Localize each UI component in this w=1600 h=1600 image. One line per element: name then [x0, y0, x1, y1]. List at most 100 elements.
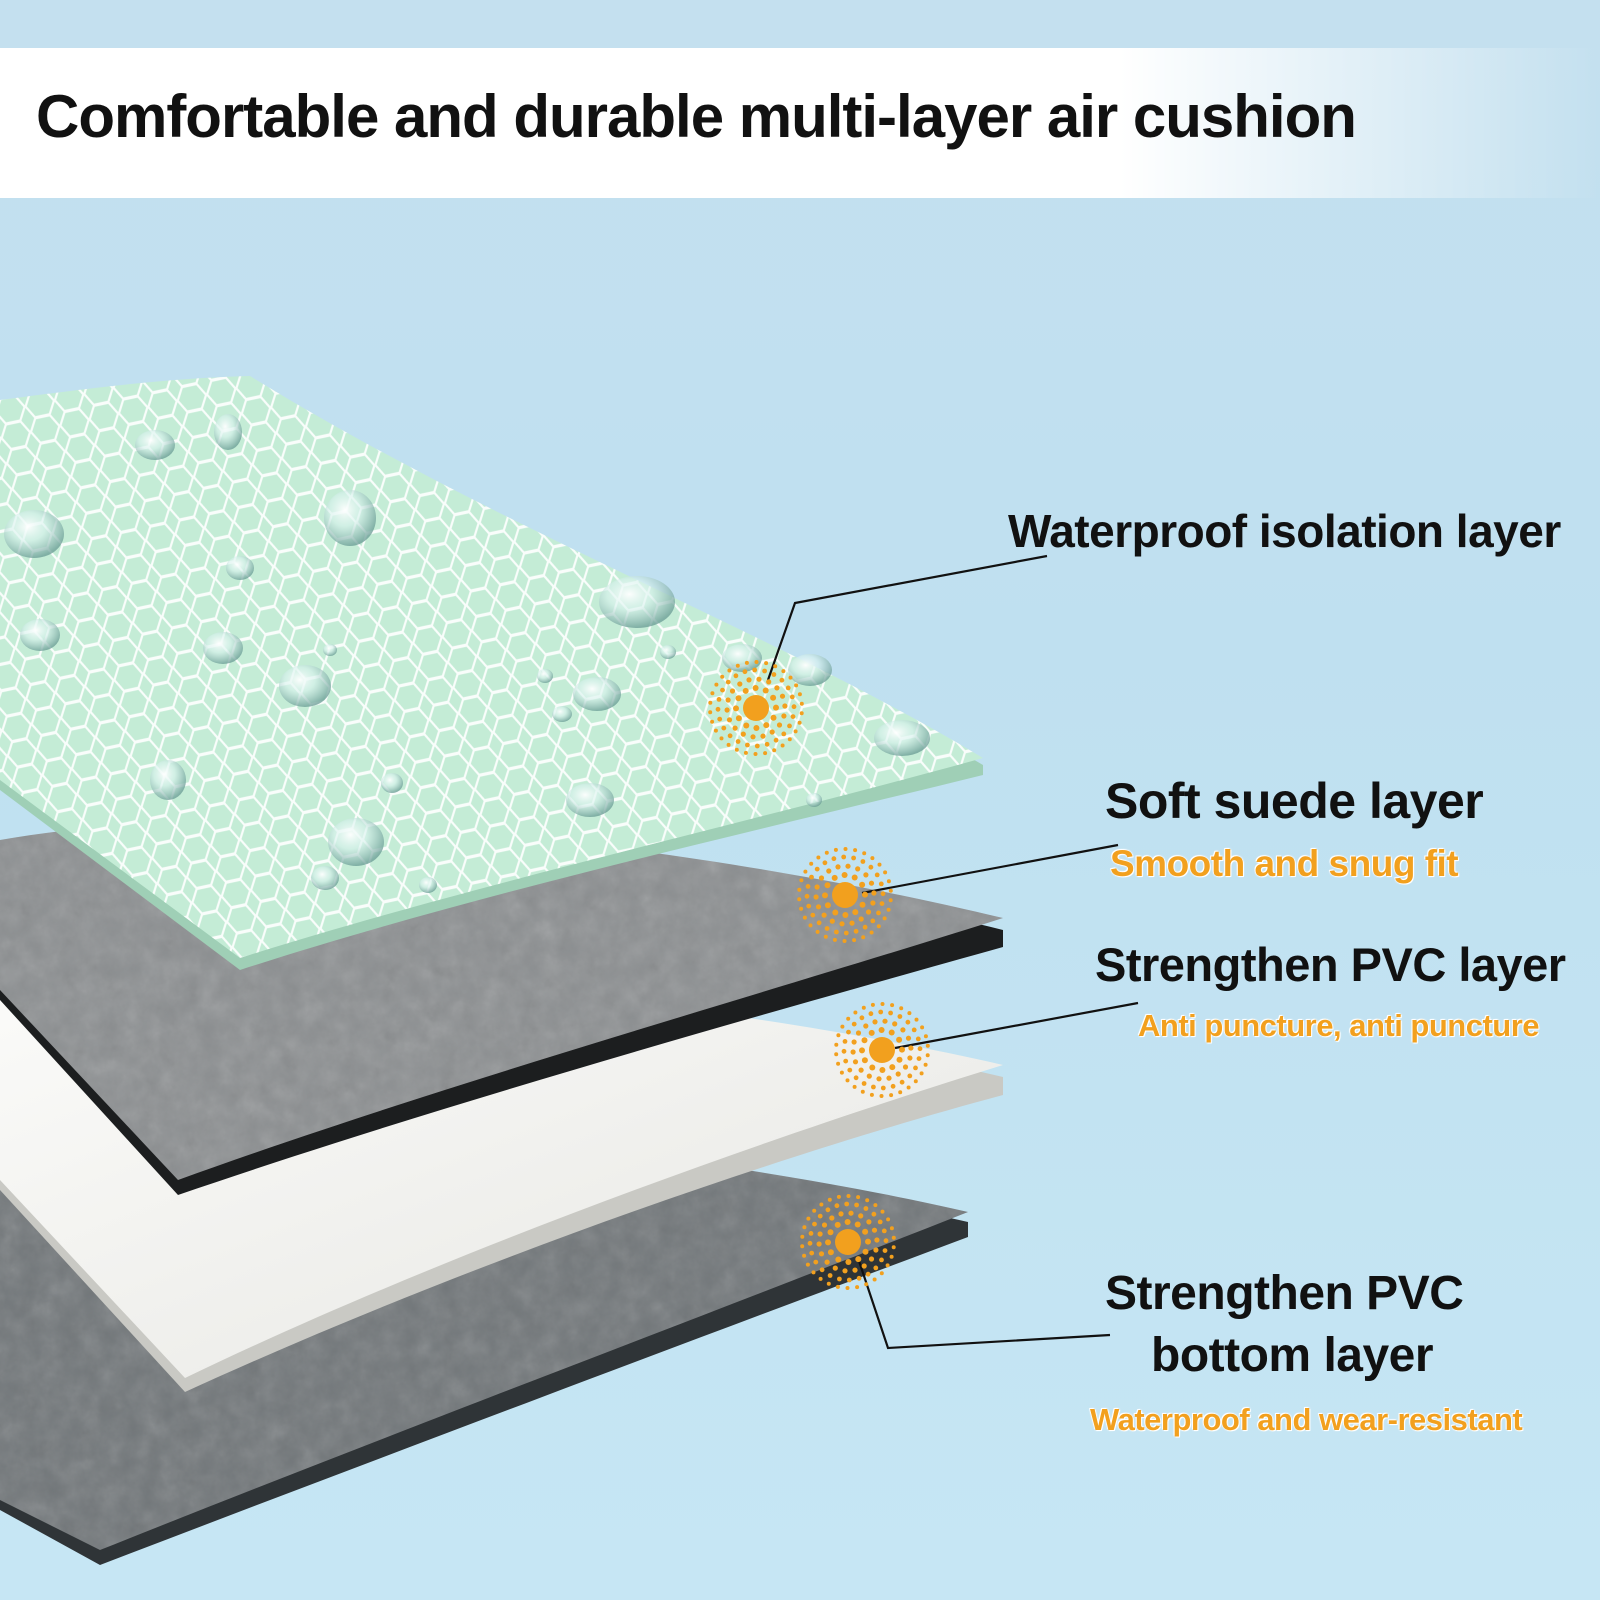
marker-dot — [827, 1229, 834, 1236]
marker-dot — [891, 1245, 896, 1250]
water-droplet-icon — [279, 665, 331, 707]
marker-dot — [799, 701, 804, 706]
marker-dot — [852, 1084, 857, 1089]
marker-dot — [716, 697, 722, 702]
marker-dot — [797, 897, 802, 902]
marker-dot — [861, 1005, 866, 1010]
marker-dot — [843, 847, 848, 851]
marker-dot — [907, 1011, 912, 1016]
marker-dot — [913, 1079, 918, 1084]
marker-dot — [838, 1211, 844, 1217]
marker-dot — [837, 1276, 842, 1282]
marker-dot — [805, 1262, 810, 1267]
marker-dot — [835, 1256, 842, 1263]
water-droplets — [4, 414, 930, 893]
leader-lines — [766, 554, 1139, 1350]
marker-dot — [844, 1219, 851, 1225]
marker-dot — [735, 663, 740, 668]
marker-dot — [762, 687, 769, 694]
marker-dot — [865, 1198, 870, 1203]
marker-dot — [852, 938, 857, 943]
marker-dot — [851, 1021, 857, 1027]
marker-dot — [861, 935, 866, 940]
marker-dot — [859, 1015, 865, 1021]
marker-dot — [802, 915, 807, 920]
marker-dot — [745, 742, 750, 748]
marker-dot — [715, 706, 721, 712]
marker-dot — [773, 737, 779, 743]
marker-dot — [832, 1265, 838, 1271]
marker-dot — [888, 1029, 895, 1036]
marker-dot — [866, 1219, 872, 1225]
marker-dot — [835, 864, 841, 870]
marker-dot — [769, 729, 775, 735]
marker-dot — [853, 1075, 859, 1081]
marker-dot — [726, 717, 733, 723]
marker-dot — [822, 860, 828, 866]
pvc-layer-title: Strengthen PVC layer — [1095, 938, 1566, 991]
marker-dot — [890, 1083, 896, 1089]
marker-dot — [852, 1267, 858, 1273]
marker-dot — [781, 731, 787, 737]
marker-dot — [794, 683, 799, 688]
marker-dot — [752, 667, 758, 673]
marker-dot — [882, 1248, 888, 1253]
water-droplet-icon — [874, 720, 930, 756]
marker-dot — [847, 1067, 853, 1073]
marker-dot — [868, 1011, 874, 1017]
marker-dot — [836, 1194, 841, 1199]
marker-dot — [821, 1222, 828, 1228]
marker-dot — [808, 1231, 814, 1236]
marker-dot — [892, 1021, 898, 1027]
water-droplet-icon — [311, 866, 339, 890]
marker-dot — [735, 715, 742, 722]
marker-dot — [880, 891, 886, 897]
marker-dot — [803, 869, 808, 874]
marker-dot — [836, 1061, 841, 1066]
marker-dot — [920, 1025, 925, 1030]
marker-dot — [925, 1053, 930, 1058]
marker-dot — [787, 737, 792, 742]
marker-dot — [869, 1092, 874, 1097]
marker-dot — [804, 893, 810, 899]
marker-dot — [779, 677, 785, 683]
marker-dot — [742, 669, 748, 675]
marker-dot — [799, 878, 804, 883]
marker-dot — [913, 1065, 918, 1071]
water-droplet-icon — [203, 632, 243, 664]
marker-dot — [743, 722, 750, 729]
marker-dot — [842, 1039, 848, 1044]
marker-dot — [785, 685, 791, 691]
marker-dot — [865, 1238, 871, 1245]
marker-dot — [832, 909, 839, 916]
marker-center — [832, 882, 858, 908]
marker-dot — [725, 679, 731, 685]
marker-center — [835, 1229, 861, 1255]
marker-dot — [889, 1254, 894, 1259]
water-droplet-icon — [323, 644, 337, 656]
marker-dot — [815, 929, 820, 934]
marker-dot — [811, 1270, 816, 1275]
marker-dot — [806, 1216, 811, 1221]
marker-dot — [834, 1042, 839, 1047]
marker-dot — [871, 1227, 878, 1233]
marker-dot — [815, 904, 822, 910]
marker-dot — [844, 1201, 850, 1207]
marker-dot — [905, 1035, 912, 1041]
marker-dot — [891, 1235, 896, 1240]
marker-dot — [846, 1029, 851, 1035]
marker-dot — [802, 1253, 807, 1258]
marker-dot — [886, 879, 891, 884]
bottom-layer-title-line2: bottom layer — [1151, 1329, 1434, 1382]
marker-dot — [850, 1049, 856, 1055]
marker-dot — [919, 1071, 924, 1076]
marker-dot — [841, 854, 847, 860]
marker-dot — [726, 742, 731, 747]
marker-dot — [843, 930, 849, 936]
marker-dot — [861, 1081, 867, 1086]
marker-dot — [834, 929, 839, 935]
marker-dot — [831, 874, 838, 881]
marker-dot — [727, 733, 733, 739]
marker-dot — [863, 872, 869, 878]
marker-dot — [714, 682, 719, 687]
